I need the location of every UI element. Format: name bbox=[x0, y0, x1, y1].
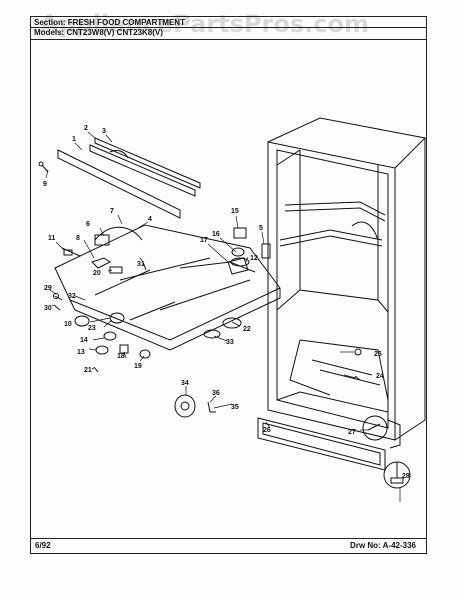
callout-label: 3 bbox=[102, 128, 106, 135]
leader-lines bbox=[45, 131, 401, 502]
callout-label: 26 bbox=[263, 427, 271, 434]
callout-label: 30 bbox=[44, 305, 52, 312]
callout-label: 20 bbox=[93, 270, 101, 277]
diagram-footer: 6/92 Drw No: A-42-336 bbox=[30, 538, 427, 554]
drawing-number: Drw No: A-42-336 bbox=[350, 541, 416, 550]
callout-label: 25 bbox=[374, 351, 382, 358]
revision-date: 6/92 bbox=[35, 541, 51, 550]
roller-assembly bbox=[174, 394, 216, 418]
watermark: AppliancePartsPros.com bbox=[40, 10, 369, 38]
callout-label: 24 bbox=[376, 373, 384, 380]
callout-label: 11 bbox=[48, 235, 56, 242]
leveling-leg bbox=[362, 415, 411, 489]
callout-label: 21 bbox=[84, 367, 92, 374]
callout-label: 19 bbox=[134, 363, 142, 370]
callout-label: 14 bbox=[80, 337, 88, 344]
screw-31 bbox=[142, 261, 147, 271]
toe-grille bbox=[257, 417, 386, 471]
callout-label: 34 bbox=[181, 380, 189, 387]
diagram-header: Section: FRESH FOOD COMPARTMENT Models: … bbox=[30, 16, 427, 40]
thermostat-assembly bbox=[91, 226, 143, 269]
callout-label: 15 bbox=[231, 208, 239, 215]
control-panel-plate bbox=[54, 224, 281, 351]
callout-label: 22 bbox=[243, 326, 251, 333]
callout-label: 29 bbox=[44, 285, 52, 292]
diagram-frame bbox=[30, 38, 427, 538]
callout-label: 13 bbox=[77, 349, 85, 356]
callout-label: 2 bbox=[84, 125, 88, 132]
callout-label: 10 bbox=[64, 321, 72, 328]
callout-label: 9 bbox=[43, 181, 47, 188]
rail-set bbox=[57, 137, 201, 219]
callout-label: 28 bbox=[402, 473, 410, 480]
callout-label: 12 bbox=[250, 255, 258, 262]
models-line: Models: CNT23W8(V) CNT23K8(V) bbox=[34, 28, 163, 37]
callout-label: 18 bbox=[117, 353, 125, 360]
inner-fasteners bbox=[354, 348, 362, 381]
callout-label: 17 bbox=[200, 237, 208, 244]
callout-label: 5 bbox=[259, 225, 263, 232]
header-divider bbox=[31, 27, 426, 28]
callout-label: 36 bbox=[212, 390, 220, 397]
callout-label: 32 bbox=[68, 293, 76, 300]
grommets bbox=[203, 317, 242, 339]
light-assembly bbox=[227, 227, 250, 275]
callout-label: 16 bbox=[212, 231, 220, 238]
callout-label: 4 bbox=[148, 216, 152, 223]
callout-label: 23 bbox=[88, 325, 96, 332]
callout-label: 27 bbox=[348, 429, 356, 436]
callout-label: 31 bbox=[137, 261, 145, 268]
callout-label: 7 bbox=[110, 208, 114, 215]
screw-9 bbox=[38, 161, 49, 173]
callout-label: 33 bbox=[226, 339, 234, 346]
callout-label: 35 bbox=[231, 404, 239, 411]
small-parts-left bbox=[53, 247, 123, 311]
callout-label: 1 bbox=[72, 136, 76, 143]
callout-label: 6 bbox=[86, 221, 90, 228]
section-title: Section: FRESH FOOD COMPARTMENT bbox=[34, 18, 185, 27]
cabinet-outline bbox=[261, 117, 427, 449]
callout-label: 8 bbox=[76, 235, 80, 242]
